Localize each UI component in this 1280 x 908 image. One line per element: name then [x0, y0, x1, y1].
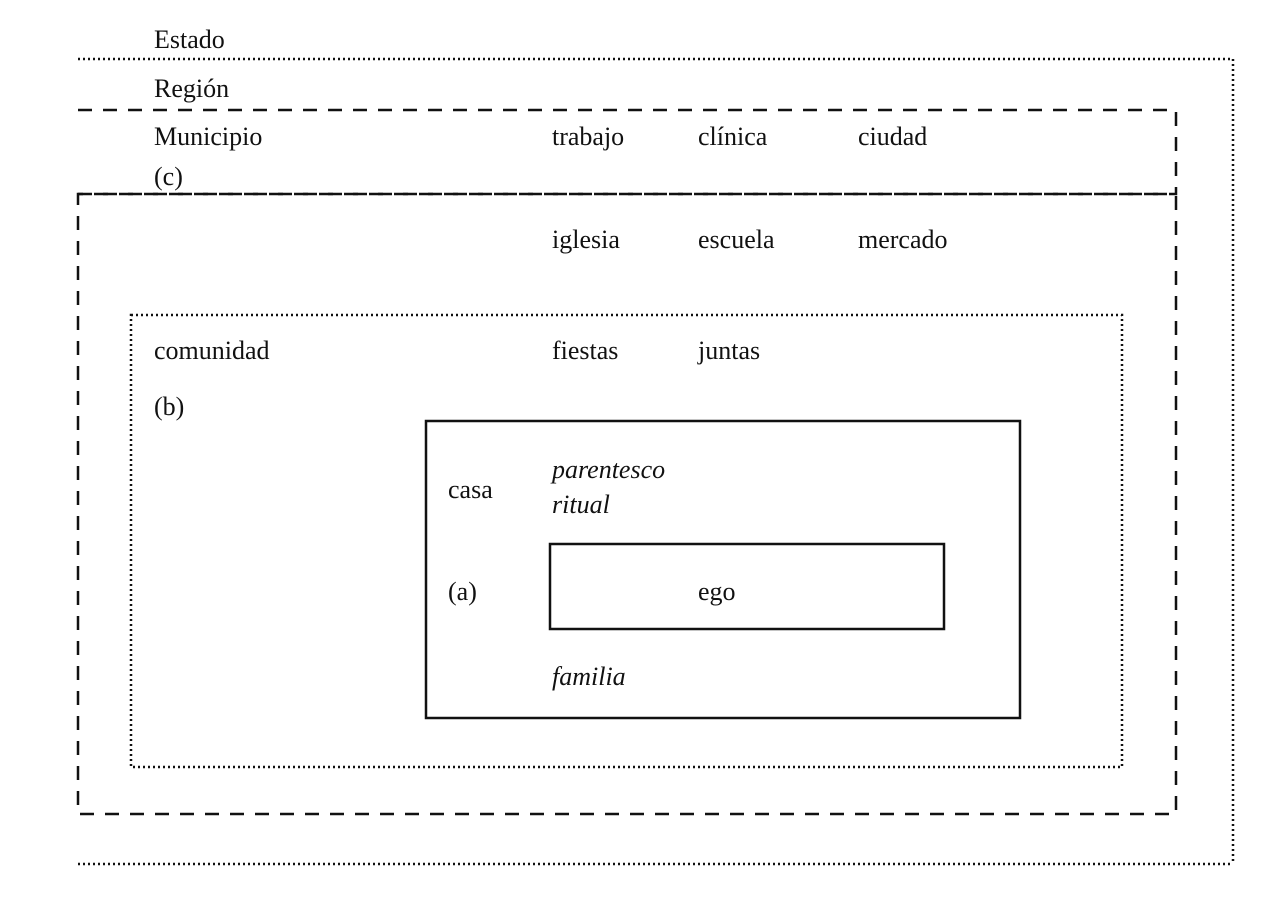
municipio-item-mercado: mercado	[858, 225, 948, 254]
municipio-item-clinica: clínica	[698, 122, 768, 151]
region-boundary	[76, 108, 1178, 816]
estado-label: Estado	[154, 25, 225, 54]
comunidad-item-juntas: juntas	[698, 336, 761, 365]
municipio-item-ciudad: ciudad	[858, 122, 928, 151]
casa-label: casa	[448, 475, 493, 504]
municipio-label: Municipio	[154, 122, 263, 151]
comunidad-item-fiestas: fiestas	[552, 336, 619, 365]
casa-box	[424, 419, 1022, 720]
municipio-item-trabajo: trabajo	[552, 122, 625, 151]
casa-item-parentesco: parentesco	[552, 455, 666, 484]
municipio-item-iglesia: iglesia	[552, 225, 620, 254]
region-top-band	[78, 108, 1178, 196]
comunidad-marker: (b)	[154, 392, 185, 421]
comunidad-box	[129, 313, 1124, 769]
casa-item-ritual: ritual	[552, 490, 610, 519]
municipio-item-escuela: escuela	[698, 225, 775, 254]
casa-item-familia: familia	[552, 662, 626, 691]
ego-label: ego	[698, 577, 736, 606]
estado-boundary	[78, 57, 1235, 866]
casa-marker: (a)	[448, 577, 477, 606]
comunidad-label: comunidad	[154, 336, 270, 365]
municipio-marker: (c)	[154, 162, 183, 191]
region-label: Región	[154, 74, 230, 103]
ego-box	[548, 542, 946, 631]
municipio-area-box	[76, 192, 1178, 816]
